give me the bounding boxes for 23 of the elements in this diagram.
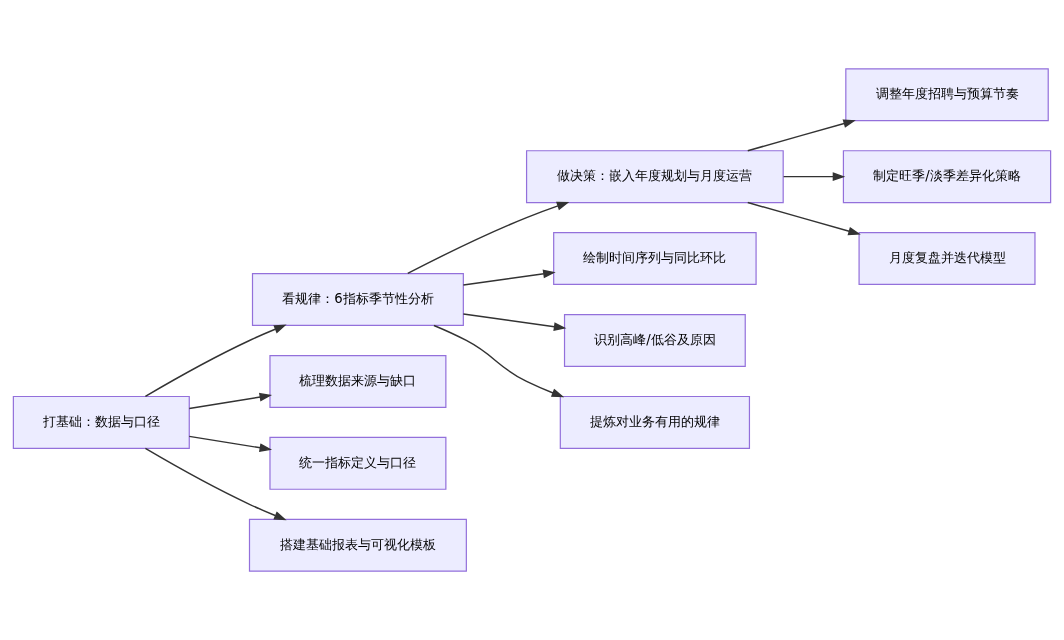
arrow <box>188 435 273 453</box>
arrow <box>747 201 861 236</box>
node-box: 制定旺季/淡季差异化策略 <box>842 150 1052 204</box>
node-box: 统一指标定义与口径 <box>269 436 447 490</box>
node-box: 绘制时间序列与同比环比 <box>553 232 757 286</box>
node-box: 打基础：数据与口径 <box>12 395 190 449</box>
arrow <box>407 201 570 275</box>
arrow <box>433 324 565 398</box>
arrow <box>782 172 846 182</box>
node-box: 提炼对业务有用的规律 <box>559 395 751 449</box>
node-box: 搭建基础报表与可视化模板 <box>248 518 467 572</box>
node-box: 调整年度招聘与预算节奏 <box>845 68 1049 122</box>
arrow <box>144 447 287 521</box>
arrow <box>747 119 856 152</box>
node-box: 做决策：嵌入年度规划与月度运营 <box>526 150 784 204</box>
arrow <box>462 313 567 331</box>
node-box: 梳理数据来源与缺口 <box>269 354 447 408</box>
arrow <box>188 392 273 410</box>
node-box: 识别高峰/低谷及原因 <box>563 313 746 367</box>
node-box: 月度复盘并迭代模型 <box>858 232 1036 286</box>
arrow <box>144 324 287 398</box>
arrow <box>462 269 556 286</box>
node-box: 看规律：6指标季节性分析 <box>251 273 464 327</box>
